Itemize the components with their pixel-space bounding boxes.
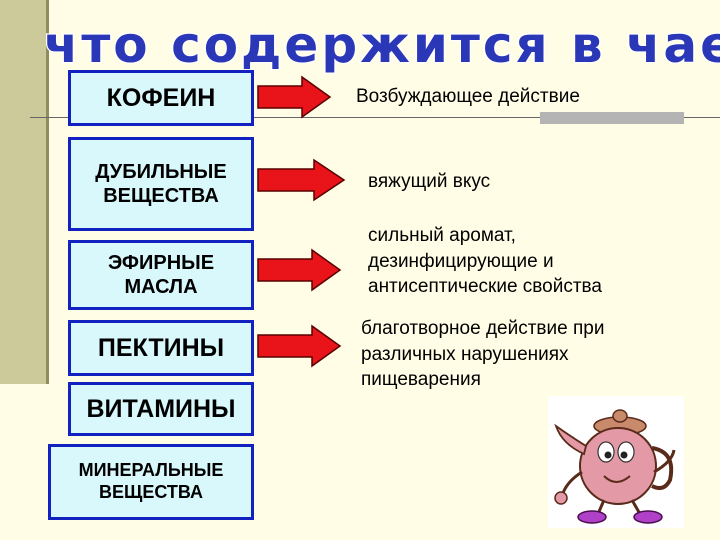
tannins-label: ДУБИЛЬНЫЕ ВЕЩЕСТВА [95, 161, 227, 207]
tannins-description: вяжущий вкус [368, 171, 491, 192]
arrow-right-icon [257, 158, 346, 202]
teapot-illustration [548, 396, 684, 528]
pectins-description: благотворное действие при различных нару… [361, 318, 605, 391]
title-text: что содержится в чае [44, 16, 720, 74]
caffeine-description: Возбуждающее действие [356, 86, 580, 107]
left-accent-bar [0, 0, 46, 384]
caffeine-box: КОФЕИН [68, 70, 254, 126]
horizontal-rule [30, 117, 720, 118]
pectins-label: ПЕКТИНЫ [97, 334, 225, 362]
vitamins-box: ВИТАМИНЫ [68, 382, 254, 436]
slide-title: что содержится в чае [40, 16, 720, 76]
caffeine-label: КОФЕИН [106, 84, 216, 112]
arrow-right-icon [257, 324, 342, 368]
minerals-label: МИНЕРАЛЬНЫЕ ВЕЩЕСТВА [78, 460, 224, 502]
vitamins-label: ВИТАМИНЫ [86, 395, 236, 423]
rule-accent [540, 112, 684, 124]
tannins-box: ДУБИЛЬНЫЕ ВЕЩЕСТВА [68, 137, 254, 231]
arrow-right-icon [257, 248, 342, 292]
left-accent-bar-edge [46, 0, 49, 384]
essential-oils-description: сильный аромат, дезинфицирующие и антисе… [368, 225, 602, 298]
pectins-box: ПЕКТИНЫ [68, 320, 254, 376]
minerals-box: МИНЕРАЛЬНЫЕ ВЕЩЕСТВА [48, 444, 254, 520]
essential-oils-label: ЭФИРНЫЕ МАСЛА [107, 252, 215, 298]
essential-oils-box: ЭФИРНЫЕ МАСЛА [68, 240, 254, 310]
arrow-right-icon [257, 75, 332, 119]
